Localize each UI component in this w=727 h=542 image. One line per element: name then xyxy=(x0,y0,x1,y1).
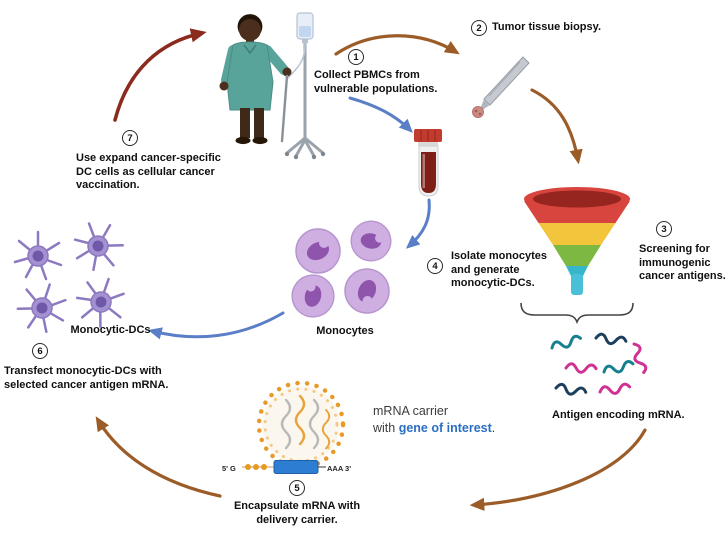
lipid-nanoparticle xyxy=(256,380,346,470)
arrow-patient-to-blood-tube xyxy=(348,96,413,133)
walking-cane xyxy=(280,74,289,143)
step-1-label: Collect PBMCs from vulnerable population… xyxy=(314,69,438,95)
step-4-number: 4 xyxy=(427,258,443,274)
arrow-monocytes-to-dcs xyxy=(147,311,285,340)
step-7-number: 7 xyxy=(122,130,138,146)
gene-of-interest-text: gene of interest xyxy=(398,421,492,435)
arrow-vaccination-to-patient xyxy=(113,28,207,122)
arrow-mrna-to-encapsulation xyxy=(469,428,647,511)
mrna-carrier-label: mRNA carrier with gene of interest. xyxy=(373,403,495,437)
arrow-biopsy-to-funnel xyxy=(530,88,583,165)
iv-bag xyxy=(287,12,314,79)
blood-tube xyxy=(414,129,442,197)
biopsy-tool xyxy=(472,56,530,118)
step-6-label: Transfect monocytic-DCs with selected ca… xyxy=(4,365,169,391)
screening-funnel xyxy=(524,187,630,295)
arrow-blood-tube-to-monocytes xyxy=(405,198,431,249)
dendritic-cells-cluster xyxy=(7,212,133,342)
arrow-encapsulation-to-dcs xyxy=(95,416,222,498)
step-5-label: Encapsulate mRNA with delivery carrier. xyxy=(233,500,361,526)
antigen-mrna-strands xyxy=(549,331,649,399)
monocytic-dcs-label: Monocytic-DCs xyxy=(70,324,151,336)
step-7-label: Use expand cancer-specific DC cells as c… xyxy=(76,152,221,191)
gene-of-interest-box xyxy=(273,460,319,474)
monocytes-cluster xyxy=(282,212,400,327)
carrier-period: . xyxy=(491,421,496,435)
step-3-number: 3 xyxy=(656,221,672,237)
funnel-underbrace xyxy=(520,302,634,325)
patient-figure xyxy=(219,14,292,145)
step-5-number: 5 xyxy=(289,480,305,496)
arrow-patient-to-biopsy xyxy=(334,34,460,56)
monocytes-label: Monocytes xyxy=(316,325,374,337)
construct-five-prime: 5' G xyxy=(222,464,236,473)
iv-pole xyxy=(284,18,326,160)
carrier-with-word: with xyxy=(373,421,399,435)
step-1-number: 1 xyxy=(348,49,364,65)
carrier-line1: mRNA carrier xyxy=(373,404,449,418)
step-2-label: Tumor tissue biopsy. xyxy=(492,21,601,33)
construct-three-prime: AAA 3' xyxy=(327,464,351,473)
biopsy-tissue-sample xyxy=(472,106,484,118)
antigen-mrna-label: Antigen encoding mRNA. xyxy=(552,409,685,421)
iv-tube xyxy=(287,42,306,79)
step-6-number: 6 xyxy=(32,343,48,359)
step-4-label: Isolate monocytes and generate monocytic… xyxy=(451,250,547,289)
step-3-label: Screening for immunogenic cancer antigen… xyxy=(639,243,726,282)
mrna-construct: 5' G AAA 3' xyxy=(222,460,351,474)
step-2-number: 2 xyxy=(471,20,487,36)
